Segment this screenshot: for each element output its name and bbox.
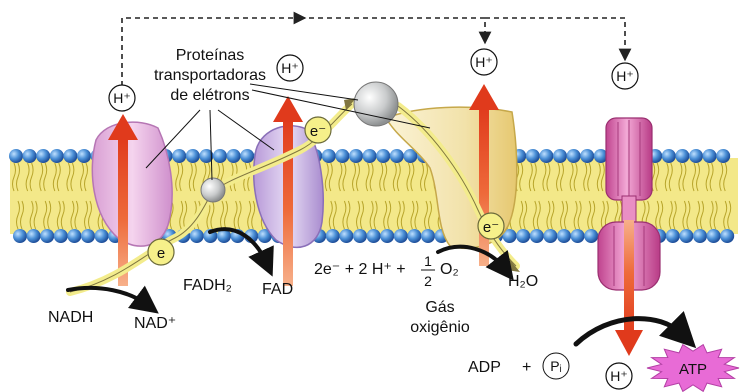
- phospholipid-head: [421, 229, 435, 243]
- nadh-label: NADH: [48, 309, 93, 326]
- phospholipid-head: [553, 149, 567, 163]
- phospholipid-head: [213, 149, 227, 163]
- proteins-line-1: Proteínas: [176, 47, 244, 64]
- adp-label: ADP: [468, 359, 501, 376]
- nad-plus-label: NAD⁺: [134, 315, 176, 332]
- phospholipid-head: [380, 229, 394, 243]
- phospholipid-head: [335, 149, 349, 163]
- phospholipid-head: [240, 149, 254, 163]
- phospholipid-head: [353, 229, 367, 243]
- phospholipid-head: [67, 229, 81, 243]
- fadh2-label: FADH₂: [183, 277, 232, 294]
- nadh-to-nad-arrow: [68, 288, 146, 304]
- electron-token-3: e⁻: [478, 213, 504, 239]
- ubiquinone-carrier: [201, 178, 225, 202]
- water-label: H₂O: [508, 273, 538, 290]
- phospholipid-head: [27, 229, 41, 243]
- oxygen-gas-line-1: Gás: [425, 299, 454, 316]
- phospholipid-head: [363, 149, 377, 163]
- electron-1-label: e⁻: [310, 123, 326, 140]
- proton-token-4-label: H⁺: [616, 68, 634, 84]
- phospholipid-head: [9, 149, 23, 163]
- proteins-line-2: transportadoras: [154, 67, 266, 84]
- atp-burst: ATP: [647, 345, 739, 392]
- atp-label: ATP: [679, 361, 707, 378]
- proton-token-5-label: H⁺: [610, 368, 628, 384]
- phospholipid-head: [675, 149, 689, 163]
- phospholipid-head: [63, 149, 77, 163]
- oxygen-equation: 2e⁻ + 2 H⁺ + 1 2 O₂: [314, 253, 459, 289]
- phospholipid-head: [539, 149, 553, 163]
- electron-3-label: e⁻: [483, 219, 499, 236]
- phospholipid-head: [716, 149, 730, 163]
- protein-transporters-label: Proteínas transportadoras de elétrons: [154, 47, 266, 104]
- phosphate-token: Pᵢ: [543, 353, 569, 379]
- phospholipid-head: [584, 229, 598, 243]
- phospholipid-head: [36, 149, 50, 163]
- proton-token-5: H⁺: [606, 363, 632, 389]
- phospholipid-head: [394, 229, 408, 243]
- phospholipid-head: [679, 229, 693, 243]
- phospholipid-head: [54, 229, 68, 243]
- proton-token-2-label: H⁺: [281, 60, 299, 76]
- phospholipid-head: [703, 149, 717, 163]
- phospholipid-head: [172, 149, 186, 163]
- fad-label: FAD: [262, 281, 293, 298]
- proton-token-1: H⁺: [109, 85, 135, 111]
- plus-sign: +: [522, 359, 531, 376]
- phospholipid-head: [720, 229, 734, 243]
- proton-token-3: H⁺: [471, 49, 497, 75]
- fraction-denominator: 2: [424, 273, 432, 289]
- phospholipid-head: [526, 149, 540, 163]
- proton-token-4: H⁺: [612, 63, 638, 89]
- equation-left: 2e⁻ + 2 H⁺ +: [314, 261, 406, 278]
- phospholipid-head: [662, 149, 676, 163]
- phospholipid-head: [376, 149, 390, 163]
- fraction-numerator: 1: [424, 253, 432, 269]
- phospholipid-head: [50, 149, 64, 163]
- electron-token-2: e: [148, 239, 174, 265]
- phospholipid-head: [349, 149, 363, 163]
- proton-token-3-label: H⁺: [475, 54, 493, 70]
- proteins-line-3: de elétrons: [170, 87, 249, 104]
- phospholipid-head: [567, 149, 581, 163]
- phospholipid-head: [693, 229, 707, 243]
- phospholipid-head: [186, 149, 200, 163]
- phospholipid-head: [530, 229, 544, 243]
- phospholipid-head: [689, 149, 703, 163]
- phospholipid-head: [40, 229, 54, 243]
- phospholipid-head: [407, 229, 421, 243]
- phosphate-label: Pᵢ: [550, 358, 562, 374]
- electron-token-1: e⁻: [305, 117, 331, 143]
- proton-token-1-label: H⁺: [113, 90, 131, 106]
- phospholipid-head: [13, 229, 27, 243]
- phospholipid-head: [339, 229, 353, 243]
- o2-label: O₂: [440, 261, 459, 278]
- phospholipid-head: [81, 229, 95, 243]
- oxygen-gas-line-2: oxigênio: [410, 319, 470, 336]
- proton-token-2: H⁺: [277, 55, 303, 81]
- phospholipid-head: [95, 229, 109, 243]
- phospholipid-head: [326, 229, 340, 243]
- phospholipid-head: [557, 229, 571, 243]
- phospholipid-head: [571, 229, 585, 243]
- phospholipid-head: [543, 229, 557, 243]
- electron-2-label: e: [157, 245, 165, 262]
- phospholipid-head: [367, 229, 381, 243]
- phospholipid-head: [390, 149, 404, 163]
- phospholipid-head: [190, 229, 204, 243]
- phospholipid-head: [23, 149, 37, 163]
- phospholipid-head: [516, 229, 530, 243]
- phospholipid-head: [77, 149, 91, 163]
- phospholipid-head: [666, 229, 680, 243]
- phospholipid-head: [580, 149, 594, 163]
- phospholipid-head: [227, 149, 241, 163]
- phospholipid-head: [707, 229, 721, 243]
- phospholipid-head: [322, 149, 336, 163]
